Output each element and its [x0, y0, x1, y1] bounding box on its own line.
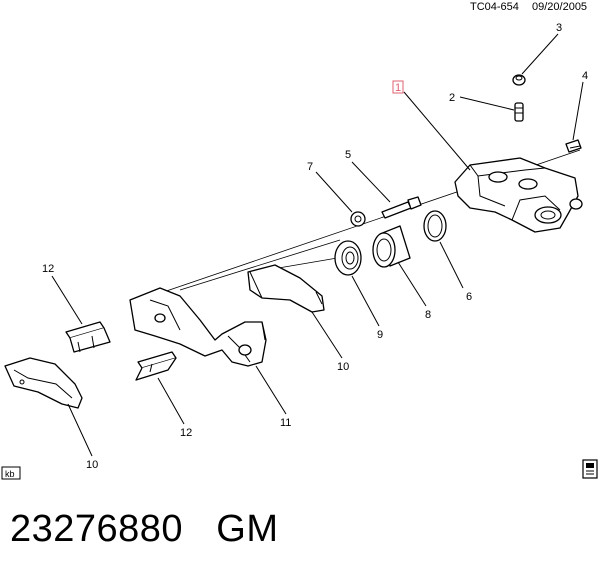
- caliper-housing: [454, 157, 583, 233]
- callout-9: 9: [377, 329, 383, 341]
- diagram-code: TC04-654: [470, 1, 519, 13]
- callout-7: 7: [307, 161, 313, 173]
- bleeder-cap: [512, 74, 526, 86]
- piston-seal: [423, 210, 447, 242]
- callout-12-lower-clip: 12: [180, 427, 192, 439]
- brake-pad-outboard: [4, 357, 83, 409]
- specification-icon: [582, 459, 598, 479]
- callout-10-inboard-pad: 10: [337, 361, 349, 373]
- callout-6: 6: [466, 291, 472, 303]
- callout-1: 1: [395, 82, 401, 94]
- callout-3: 3: [556, 22, 562, 34]
- caliper-bracket: [129, 287, 267, 367]
- diagram-date: 09/20/2005: [532, 1, 587, 13]
- kb-badge: kb: [1, 466, 21, 480]
- pin-boot: [350, 211, 366, 227]
- callout-8: 8: [425, 309, 431, 321]
- pad-clip-upper: [65, 321, 111, 353]
- callout-10-outboard-pad: 10: [86, 459, 98, 471]
- bleeder-valve: [514, 102, 524, 122]
- callout-4: 4: [582, 70, 588, 82]
- leader-lines: [51, 33, 584, 457]
- brake-pad-inboard: [247, 264, 325, 313]
- svg-text:kb: kb: [5, 469, 15, 479]
- piston: [372, 225, 411, 268]
- callouts: 1 2 3 4 5 6 7 8 9 10 10 11 12 12: [42, 22, 588, 471]
- caliper-bolt: [565, 139, 582, 153]
- part-number: 23276880: [10, 508, 184, 550]
- callout-2: 2: [449, 92, 455, 104]
- callout-5: 5: [345, 149, 351, 161]
- callout-1-highlight-box: [392, 80, 404, 94]
- dust-boot: [334, 240, 362, 276]
- pad-clip-lower: [135, 351, 177, 381]
- brand-name: GM: [216, 508, 279, 550]
- callout-12-upper-clip: 12: [42, 263, 54, 275]
- callout-11: 11: [280, 417, 291, 429]
- guide-pin: [381, 196, 422, 219]
- part-number-footer: 23276880 GM: [10, 508, 278, 551]
